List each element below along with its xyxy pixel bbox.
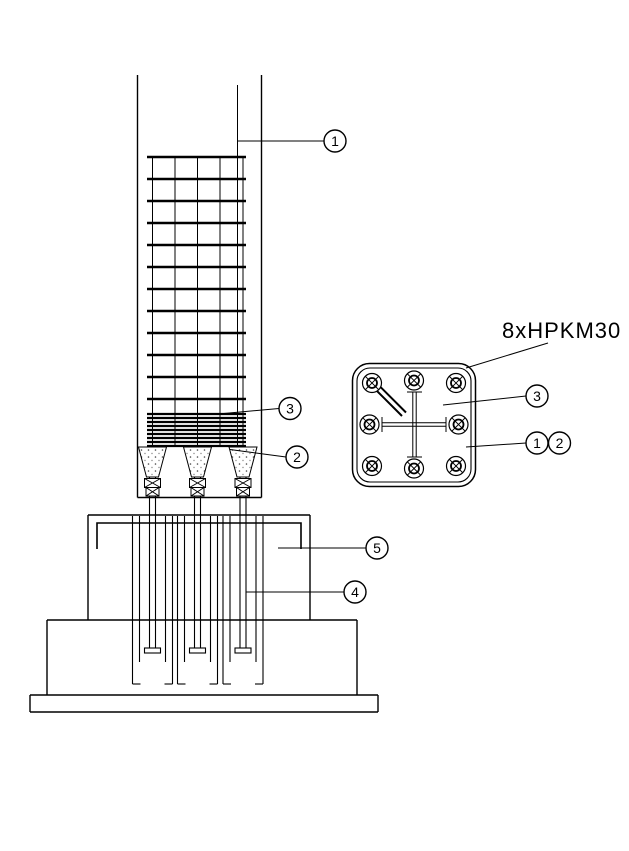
plan-callout-anchor-balloon: 2 xyxy=(547,431,572,455)
dense-stirrup-band xyxy=(147,412,246,448)
foundation-outline xyxy=(29,514,379,713)
bolt-annotation: 8xHPKM30 xyxy=(465,318,621,369)
diagonal-rebar-mark xyxy=(375,385,407,417)
bolt-symbol xyxy=(361,455,383,477)
callout-rebar-balloon: 1 xyxy=(323,129,347,153)
bolt-symbol xyxy=(445,455,467,477)
bolt-symbol xyxy=(359,414,380,435)
plan-callout-stirrups-label: 3 xyxy=(533,388,541,404)
anchor-shoe-grout-pockets xyxy=(137,446,258,478)
callout-rebar-label: 1 xyxy=(331,133,339,149)
callout-anchor-bolt-balloon: 4 xyxy=(343,580,367,604)
bolt-symbol xyxy=(403,370,425,391)
bolt-annotation-leader-line xyxy=(465,342,549,369)
callout-anchor-bolt-label: 4 xyxy=(351,584,359,600)
baseplate-inner-edge xyxy=(356,367,472,483)
callout-dense-stirrups-leader-line xyxy=(212,408,280,415)
plan-callout-column-label: 1 xyxy=(533,435,541,451)
anchor-bolts-and-dowels xyxy=(131,477,264,685)
elevation-view xyxy=(29,75,379,713)
callout-dense-stirrups-label: 3 xyxy=(286,401,294,417)
bolt-symbol xyxy=(403,458,425,479)
callout-tie-bar-label: 5 xyxy=(373,540,381,556)
callout-anchor-shoe-balloon: 2 xyxy=(285,445,309,469)
plan-view xyxy=(351,362,477,488)
bolt-symbol xyxy=(448,414,469,435)
bolt-annotation-text: 8xHPKM30 xyxy=(502,318,621,343)
column-stirrups xyxy=(147,155,246,401)
anchor-bolt-symbols xyxy=(359,370,469,479)
callout-dense-stirrups-balloon: 3 xyxy=(278,396,302,421)
hooked-tie-bar xyxy=(96,522,302,549)
callout-tie-bar-balloon: 5 xyxy=(365,536,389,560)
callout-anchor-shoe-label: 2 xyxy=(293,449,301,465)
bolt-symbol xyxy=(361,372,383,394)
plan-callout-column-anchor-leader-line xyxy=(465,442,527,448)
column-longitudinal-rebars xyxy=(152,85,244,446)
plan-callout-stirrups-leader-line xyxy=(442,395,527,406)
baseplate-outer-edge xyxy=(351,362,477,488)
bolt-symbol xyxy=(445,372,467,394)
column-outline xyxy=(136,75,263,498)
callout-anchor-shoe-leader-line xyxy=(229,449,287,458)
plan-callout-anchor-label: 2 xyxy=(556,435,564,451)
plan-callout-stirrups-balloon: 3 xyxy=(525,384,549,408)
center-cross-marks xyxy=(381,391,447,458)
callouts: 1 3 2 5 4 3 1 2 xyxy=(212,129,572,604)
plan-callout-column-balloon: 1 xyxy=(525,431,549,455)
anchor-bolt-nuts xyxy=(144,478,252,497)
